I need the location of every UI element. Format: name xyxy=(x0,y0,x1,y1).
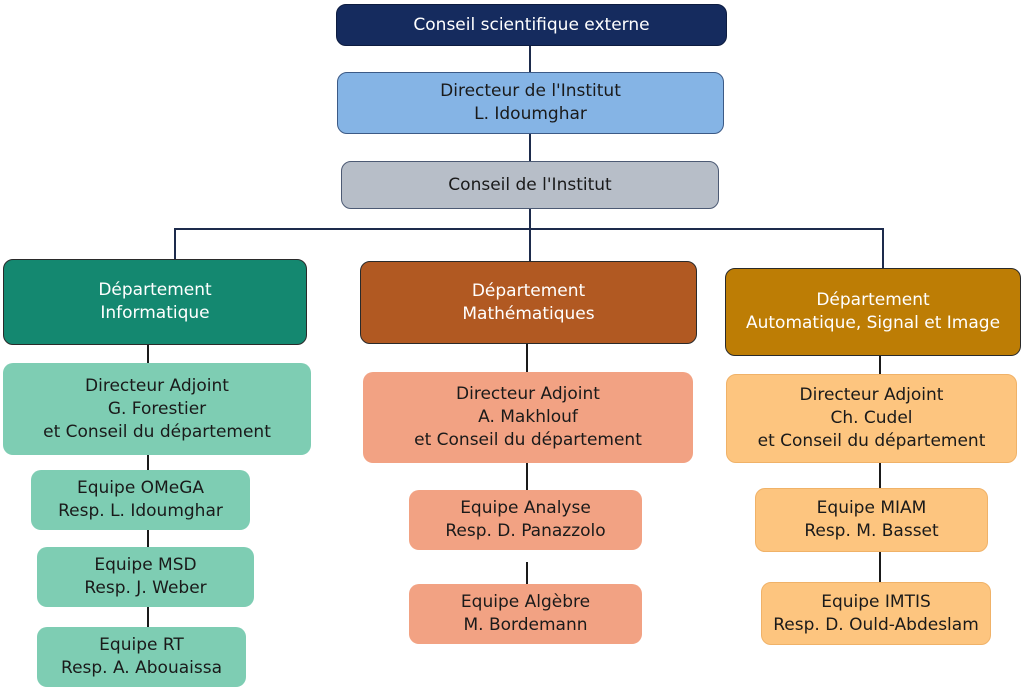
team-lead: Resp. A. Abouaissa xyxy=(61,658,222,678)
department-name: Automatique, Signal et Image xyxy=(745,313,1001,333)
team-lead: Resp. D. Panazzolo xyxy=(445,521,606,541)
department-label: Département xyxy=(98,280,212,300)
adjoint-title: Directeur Adjoint xyxy=(456,384,600,404)
informatique-adjoint-box: Directeur Adjoint G. Forestier et Consei… xyxy=(3,363,311,455)
department-automatique-box: Département Automatique, Signal et Image xyxy=(725,268,1021,356)
department-mathematiques-box: Département Mathématiques xyxy=(360,261,697,344)
department-label: Département xyxy=(816,290,930,310)
adjoint-conseil: et Conseil du département xyxy=(43,421,271,442)
team-lead: Resp. J. Weber xyxy=(84,578,207,598)
automatique-adjoint-box: Directeur Adjoint Ch. Cudel et Conseil d… xyxy=(726,374,1017,463)
team-msd-box: Equipe MSD Resp. J. Weber xyxy=(37,547,254,607)
team-miam-box: Equipe MIAM Resp. M. Basset xyxy=(755,488,988,552)
team-rt-box: Equipe RT Resp. A. Abouaissa xyxy=(37,627,246,687)
adjoint-name: G. Forestier xyxy=(107,398,207,419)
team-name: Equipe MIAM xyxy=(816,498,927,518)
adjoint-title: Directeur Adjoint xyxy=(85,375,229,396)
team-name: Equipe RT xyxy=(99,635,184,655)
directeur-title: Directeur de l'Institut xyxy=(440,81,621,101)
department-name: Informatique xyxy=(100,303,210,323)
department-name: Mathématiques xyxy=(462,303,595,324)
adjoint-conseil: et Conseil du département xyxy=(414,430,642,450)
team-name: Equipe MSD xyxy=(94,555,197,575)
team-lead: Resp. L. Idoumghar xyxy=(58,501,223,521)
team-analyse-box: Equipe Analyse Resp. D. Panazzolo xyxy=(409,490,642,550)
team-name: Equipe Analyse xyxy=(460,498,591,518)
adjoint-conseil: et Conseil du département xyxy=(757,431,986,451)
conseil-externe-label: Conseil scientifique externe xyxy=(413,14,650,35)
team-imtis-box: Equipe IMTIS Resp. D. Ould-Abdeslam xyxy=(761,582,991,645)
team-omega-box: Equipe OMeGA Resp. L. Idoumghar xyxy=(31,470,250,530)
conseil-scientifique-externe-box: Conseil scientifique externe xyxy=(336,4,727,46)
team-lead: Resp. M. Basset xyxy=(804,521,939,541)
team-algebre-box: Equipe Algèbre M. Bordemann xyxy=(409,584,642,644)
adjoint-name: Ch. Cudel xyxy=(830,408,913,428)
team-name: Equipe IMTIS xyxy=(821,591,931,612)
team-lead: M. Bordemann xyxy=(463,615,588,635)
team-name: Equipe OMeGA xyxy=(77,478,204,498)
mathematiques-adjoint-box: Directeur Adjoint A. Makhlouf et Conseil… xyxy=(363,372,693,463)
department-label: Département xyxy=(471,280,586,301)
adjoint-name: A. Makhlouf xyxy=(478,407,578,427)
adjoint-title: Directeur Adjoint xyxy=(799,385,944,405)
conseil-institut-box: Conseil de l'Institut xyxy=(341,161,719,209)
team-name: Equipe Algèbre xyxy=(460,592,591,612)
directeur-institut-box: Directeur de l'Institut L. Idoumghar xyxy=(337,72,724,134)
conseil-institut-label: Conseil de l'Institut xyxy=(448,174,612,195)
team-lead: Resp. D. Ould-Abdeslam xyxy=(773,614,979,635)
directeur-name: L. Idoumghar xyxy=(474,104,587,124)
department-informatique-box: Département Informatique xyxy=(3,259,307,345)
